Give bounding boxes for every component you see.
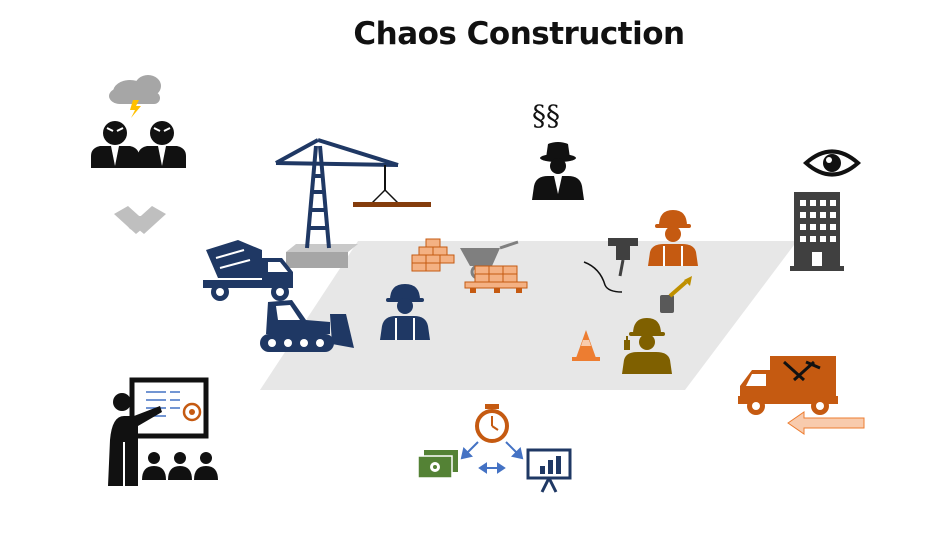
- traffic-cone-icon: [572, 330, 600, 361]
- foreman-icon: [648, 210, 698, 266]
- concrete-mixer-truck-icon: [203, 240, 293, 301]
- inspector-icon: [532, 142, 584, 200]
- office-building-icon: [790, 192, 844, 271]
- page-title: Chaos Construction: [353, 16, 685, 52]
- bulldozer-icon: [260, 300, 354, 352]
- eye-icon: [802, 149, 862, 177]
- angry-manager-left: [91, 121, 139, 168]
- construction-site-area: [260, 241, 797, 390]
- handshake-icon: [114, 206, 166, 234]
- money-icon: [417, 450, 458, 479]
- tools-icon: [782, 360, 821, 382]
- storm-cloud-icon: [109, 75, 161, 118]
- construction-worker-icon: [380, 284, 430, 340]
- angry-manager-right: [138, 121, 186, 168]
- electrician-icon: [622, 318, 672, 374]
- crane-icon: [275, 138, 431, 268]
- stopwatch-icon: [475, 404, 509, 443]
- regulation-symbol: §§: [532, 99, 560, 132]
- jackhammer-icon: [583, 238, 638, 293]
- crane-load-beam: [353, 202, 431, 207]
- triangle-arrows-icon: [460, 441, 524, 474]
- presentation-board-icon: [526, 448, 572, 493]
- brick-pile-icon: [411, 238, 455, 272]
- presenter-icon: [108, 377, 218, 486]
- pallet-icon: [464, 265, 528, 293]
- delivery-truck-icon: [738, 356, 838, 415]
- arrow-left-icon: [787, 411, 865, 435]
- angry-managers-icon: [91, 121, 186, 168]
- paint-brush-icon: [660, 276, 692, 313]
